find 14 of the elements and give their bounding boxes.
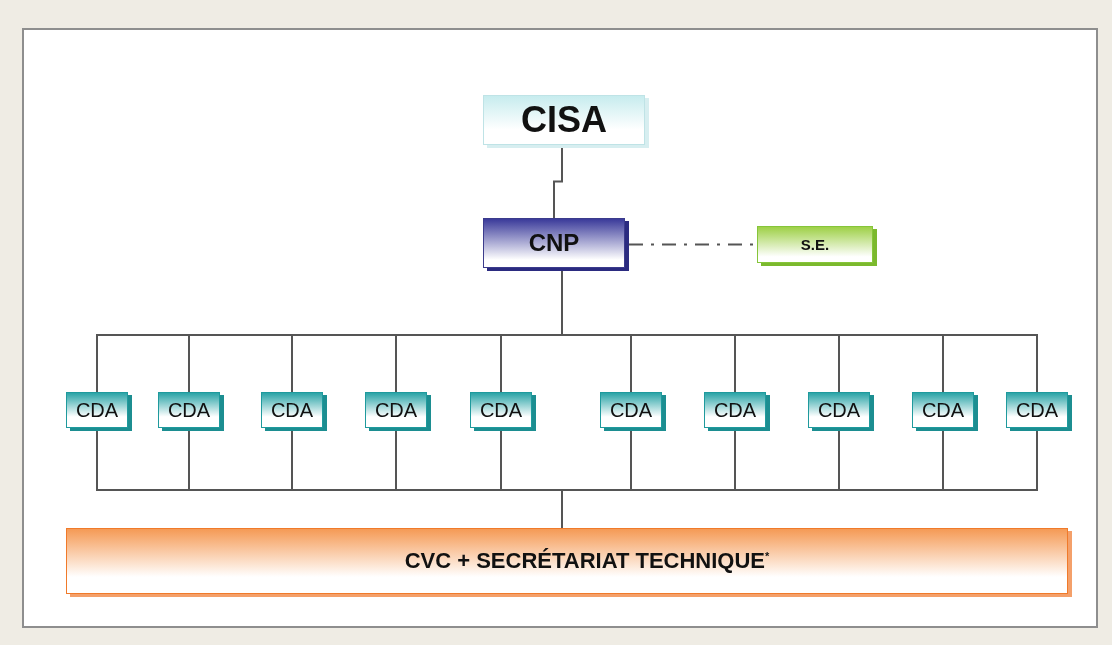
- box-label: S.E.: [800, 236, 830, 253]
- box-label: CDA: [609, 398, 653, 422]
- box-label: CVC + SECRÉTARIAT TECHNIQUE$^{*}$: [403, 548, 770, 574]
- box-label: CDA: [713, 398, 757, 422]
- box-label: CDA: [921, 398, 965, 422]
- box-label: CDA: [75, 398, 119, 422]
- box-label: CISA: [521, 99, 607, 141]
- box-label: CDA: [167, 398, 211, 422]
- box-label: CDA: [374, 398, 418, 422]
- box-label: CNP: [528, 229, 580, 257]
- box-label: CDA: [270, 398, 314, 422]
- box-label: CDA: [479, 398, 523, 422]
- box-label: CDA: [1015, 398, 1059, 422]
- box-label: CDA: [817, 398, 861, 422]
